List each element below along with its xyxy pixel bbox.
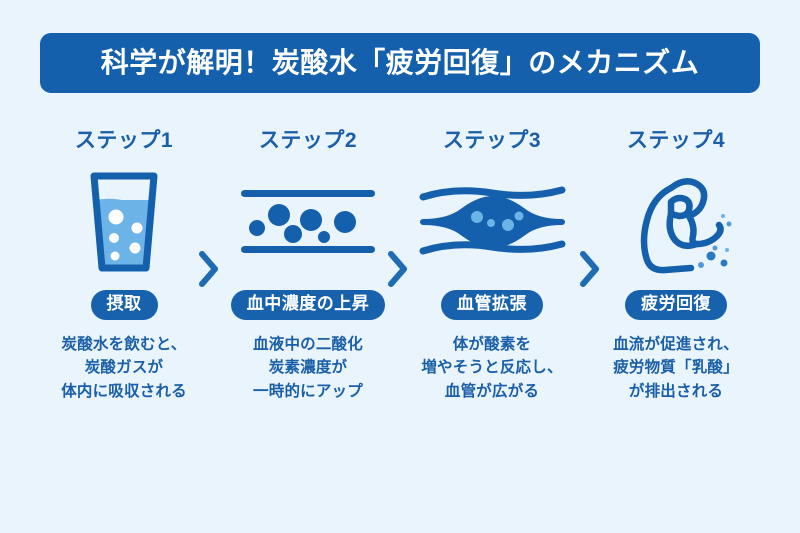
water-glass-icon: [90, 172, 158, 271]
chevron-right-icon-2: [388, 251, 407, 287]
step-description-2: 血液中の二酸化 炭素濃度が 一時的にアップ: [253, 335, 363, 400]
step-label-3: ステップ3: [442, 129, 542, 152]
step-icon-3: [408, 159, 576, 284]
steps-container: ステップ1: [40, 130, 760, 480]
step-icon-4: [592, 159, 760, 284]
step-icon-1: [40, 159, 208, 284]
page-title: 科学が解明！炭酸水「疲労回復」のメカニズム: [100, 47, 700, 78]
chevron-right-icon-1: [199, 251, 218, 287]
header-banner: 科学が解明！炭酸水「疲労回復」のメカニズム: [40, 33, 760, 93]
step-label-4: ステップ4: [626, 129, 726, 152]
dilated-vessel-icon: [419, 186, 565, 254]
chevron-right-icon-3: [580, 251, 599, 287]
step-label-1: ステップ1: [74, 129, 174, 152]
step-description-3: 体が酸素を 増やそうと反応し、 血管が広がる: [421, 335, 563, 400]
step-column-4: ステップ4: [592, 130, 760, 403]
step-label-2: ステップ2: [258, 129, 358, 152]
step-badge-3: 血管拡張: [441, 290, 543, 320]
step-description-1: 炭酸水を飲むと、 炭酸ガスが 体内に吸収される: [61, 335, 187, 400]
flexed-bicep-icon: [640, 177, 732, 273]
step-column-1: ステップ1: [40, 130, 208, 403]
step-column-2: ステップ2 血中濃度の上昇 血液中の二酸化 炭素濃度が 一時的にアップ: [224, 130, 392, 403]
bloodstream-bubbles-icon: [241, 189, 375, 253]
step-badge-4: 疲労回復: [625, 290, 727, 320]
step-badge-2: 血中濃度の上昇: [230, 290, 386, 320]
step-icon-2: [224, 159, 392, 284]
step-column-3: ステップ3 血管拡張 体が酸素を 増やそうと反応し、 血管が広がる: [408, 130, 576, 403]
step-description-4: 血流が促進され、 疲労物質「乳酸」 が排出される: [613, 335, 739, 400]
step-badge-1: 摂取: [90, 290, 158, 320]
